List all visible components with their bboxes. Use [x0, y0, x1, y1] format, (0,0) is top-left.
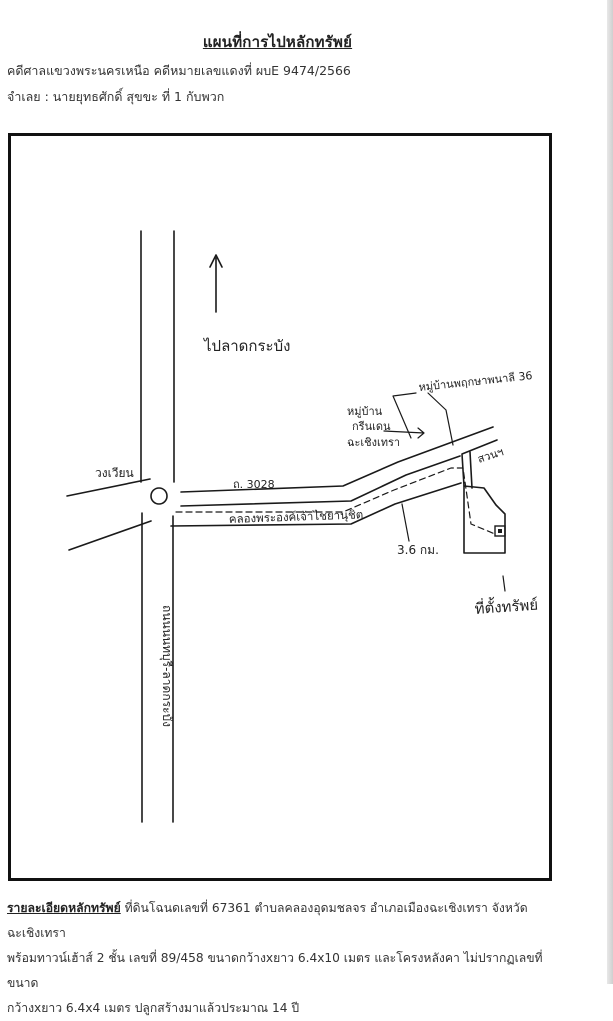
- main-road-right-edge: [172, 230, 175, 823]
- dashed-route: [175, 467, 496, 535]
- details-line-1: รายละเอียดหลักทรัพย์ ที่ดินโฉนดเลขที่ 67…: [7, 896, 577, 946]
- village-36-leader-2: [392, 392, 417, 439]
- north-arrow: [209, 254, 223, 313]
- case-number-line: คดีศาลแขวงพระนครเหนือ คดีหมายเลขแดงที่ ผ…: [7, 63, 351, 78]
- canal-bottom-edge: [170, 482, 462, 527]
- label-north: ไปลาดกระบัง: [203, 337, 290, 355]
- details-line-3: กว้างxยาว 6.4x4 เมตร ปลูกสร้างมาแล้วประม…: [7, 1001, 300, 1015]
- left-branch-road: [66, 478, 152, 551]
- label-village-line-2: กรีนเดน: [352, 420, 391, 433]
- distance-leader: [401, 503, 410, 542]
- main-road-left-edge: [140, 230, 143, 823]
- page-right-edge: [607, 0, 613, 984]
- location-map: ไปลาดกระบัง วงเวียน ถ. 3028 คลองพระองค์เ…: [66, 230, 539, 823]
- village-36-leader: [427, 392, 454, 446]
- side-soi: [461, 439, 498, 489]
- label-vertical-road: ถนนนนทบุรี-ลาดกระบัง: [159, 605, 174, 727]
- road-3028-top-edge: [180, 426, 494, 493]
- property-leader: [502, 575, 506, 592]
- label-distance: 3.6 กม.: [397, 543, 439, 557]
- road-3028-bottom-edge: [180, 455, 461, 507]
- label-property: ที่ตั้งทรัพย์: [474, 594, 539, 618]
- details-line-2: พร้อมทาวน์เฮ้าส์ 2 ชั้น เลขที่ 89/458 ขน…: [7, 951, 543, 990]
- map-frame: ไปลาดกระบัง วงเวียน ถ. 3028 คลองพระองค์เ…: [8, 133, 552, 881]
- property-details: รายละเอียดหลักทรัพย์ ที่ดินโฉนดเลขที่ 67…: [7, 896, 577, 1021]
- label-park: สวนฯ: [476, 445, 505, 466]
- property-marker: [494, 525, 506, 537]
- details-label: รายละเอียดหลักทรัพย์: [7, 901, 121, 915]
- label-canal: คลองพระองค์เจ้าไชยานุชิต: [229, 507, 364, 526]
- roundabout-circle: [150, 487, 168, 505]
- label-village-36: หมู่บ้านพฤกษาพนาลี 36: [418, 369, 533, 394]
- label-village-line-3: ฉะเชิงเทรา: [347, 436, 400, 449]
- details-text-1: ที่ดินโฉนดเลขที่ 67361 ตำบลคลองอุดมชลจร …: [7, 901, 528, 940]
- page-title: แผนที่การไปหลักทรัพย์: [202, 33, 353, 51]
- label-road-3028: ถ. 3028: [233, 478, 275, 491]
- label-village-line-1: หมู่บ้าน: [347, 405, 383, 418]
- property-block-outline: [463, 485, 506, 554]
- greenden-leader: [383, 427, 425, 439]
- label-roundabout: วงเวียน: [95, 466, 134, 480]
- debtor-line: จำเลย : นายยุทธศักดิ์ สุขขะ ที่ 1 กับพวก: [7, 89, 225, 104]
